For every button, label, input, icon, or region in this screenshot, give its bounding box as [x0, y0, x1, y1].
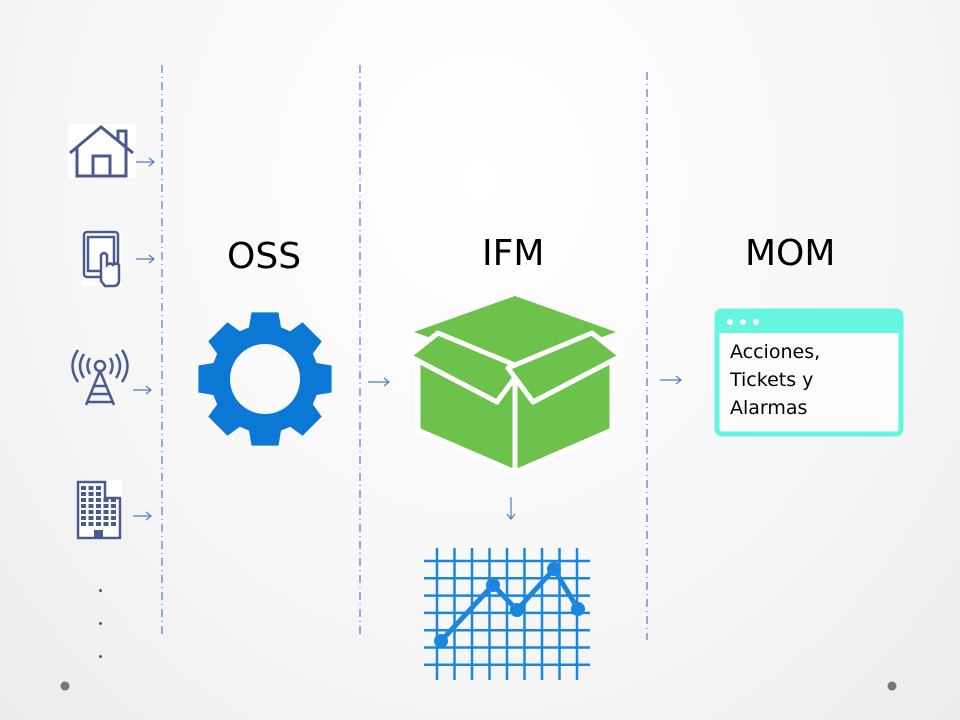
mom-line: Tickets y — [730, 369, 814, 391]
arrow-right-icon — [133, 385, 152, 395]
ellipsis-dot — [99, 655, 102, 658]
mom-window-icon — [714, 308, 904, 437]
office-building-icon — [76, 480, 122, 540]
arrow-down-icon — [506, 497, 516, 520]
gear-icon — [198, 312, 332, 446]
house-icon — [68, 124, 136, 178]
label-ifm: IFM — [482, 233, 545, 274]
line-chart-icon — [424, 548, 590, 680]
radio-tower-icon — [71, 349, 129, 406]
ellipsis-dot — [99, 622, 102, 625]
arrow-right-icon — [136, 157, 155, 167]
arrow-right-icon — [133, 511, 152, 521]
arrow-right-icon — [136, 254, 155, 264]
arrow-right-icon — [368, 377, 390, 387]
ellipsis-dot — [99, 589, 102, 592]
mom-line: Alarmas — [730, 397, 808, 419]
open-box-icon — [406, 296, 624, 475]
label-oss: OSS — [227, 236, 302, 277]
mom-line: Acciones, — [730, 341, 821, 363]
label-mom: MOM — [745, 233, 836, 274]
corner-dot — [887, 681, 897, 691]
arrow-right-icon — [660, 375, 682, 385]
mom-window-text: Acciones, Tickets y Alarmas — [730, 338, 820, 422]
corner-dot — [60, 681, 70, 691]
tablet-touch-icon — [82, 230, 122, 288]
